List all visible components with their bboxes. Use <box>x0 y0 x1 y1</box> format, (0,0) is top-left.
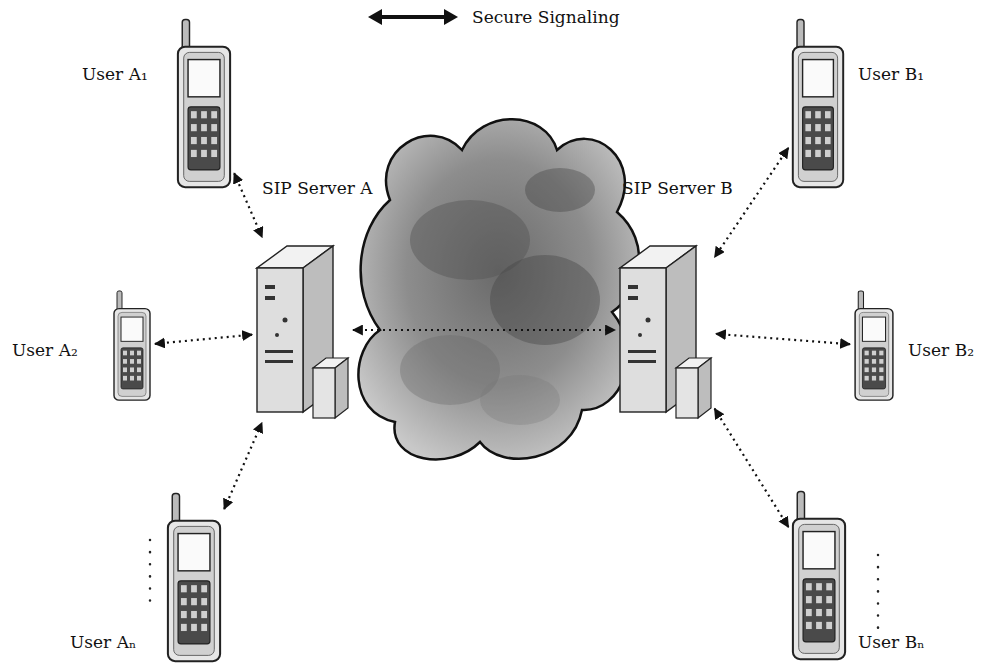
user-phone: User Bₙ <box>790 490 848 662</box>
user-phone: User A₂ <box>112 290 152 402</box>
phone-icon <box>853 290 895 402</box>
signaling-link <box>715 148 789 257</box>
phone-icon <box>165 492 223 664</box>
user-label: User A₁ <box>82 64 148 84</box>
user-label: User Bₙ <box>858 632 925 652</box>
user-phone: User Aₙ <box>165 492 223 664</box>
phone-icon <box>175 18 233 190</box>
signaling-link <box>353 329 615 331</box>
phone-icon <box>112 290 152 402</box>
ellipsis-dots <box>150 540 878 628</box>
server-label: SIP Server B <box>622 178 733 198</box>
sip-server: SIP Server B <box>618 240 713 420</box>
network-cloud <box>358 119 639 459</box>
signaling-link <box>234 173 262 237</box>
user-phone: User B₁ <box>790 18 846 190</box>
phone-icon <box>790 18 846 190</box>
server-icon <box>255 240 350 420</box>
user-phone: User B₂ <box>853 290 895 402</box>
signaling-link <box>155 335 252 344</box>
signaling-link <box>224 423 262 509</box>
user-label: User B₁ <box>858 64 924 84</box>
user-label: User A₂ <box>12 340 78 360</box>
legend: Secure Signaling <box>368 6 620 28</box>
sip-server: SIP Server A <box>255 240 350 420</box>
signaling-link <box>715 409 789 527</box>
phone-icon <box>790 490 848 662</box>
user-label: User Aₙ <box>70 632 136 652</box>
server-icon <box>618 240 713 420</box>
legend-text: Secure Signaling <box>472 6 620 28</box>
user-label: User B₂ <box>908 340 974 360</box>
server-label: SIP Server A <box>262 178 373 198</box>
legend-arrow <box>368 6 458 28</box>
user-phone: User A₁ <box>175 18 233 190</box>
signaling-link <box>716 334 850 344</box>
